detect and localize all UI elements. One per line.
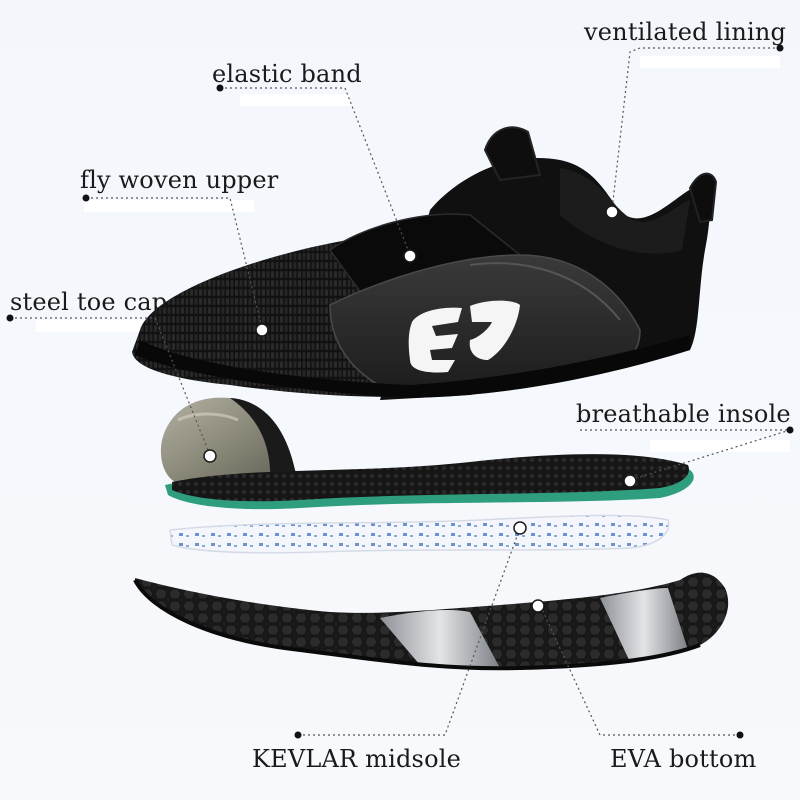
steel-toe-cap bbox=[160, 397, 296, 486]
leader-ventilated bbox=[611, 47, 780, 211]
leader-endpoints bbox=[6, 44, 794, 739]
marker-insole bbox=[623, 474, 637, 488]
label-elastic-band: elastic band bbox=[212, 60, 362, 88]
marker-kevlar bbox=[513, 521, 527, 535]
label-band-ventilated bbox=[640, 56, 780, 68]
leader-eva bbox=[539, 604, 740, 736]
eva-bottom-sole bbox=[133, 572, 729, 671]
label-band-elastic bbox=[240, 94, 350, 106]
marker-fly bbox=[255, 323, 269, 337]
leader-lines bbox=[10, 47, 791, 736]
leader-kevlar bbox=[298, 527, 521, 736]
label-band-fly bbox=[84, 200, 254, 212]
label-kevlar-midsole: KEVLAR midsole bbox=[252, 745, 461, 773]
label-steel-toe-cap: steel toe cap bbox=[10, 288, 168, 316]
label-breathable-insole: breathable insole bbox=[576, 400, 791, 428]
callout-markers bbox=[203, 205, 637, 613]
marker-ventilated bbox=[605, 205, 619, 219]
label-eva-bottom: EVA bottom bbox=[610, 745, 757, 773]
leader-steel bbox=[10, 317, 211, 456]
marker-eva bbox=[531, 599, 545, 613]
breathable-insole bbox=[165, 454, 694, 510]
label-ventilated-lining: ventilated lining bbox=[584, 18, 787, 46]
marker-elastic bbox=[403, 249, 417, 263]
label-fly-woven-upper: fly woven upper bbox=[80, 166, 279, 194]
shoe-upper bbox=[132, 126, 718, 400]
brand-logo-mark bbox=[408, 300, 520, 373]
marker-steel bbox=[203, 449, 217, 463]
label-band-insole bbox=[650, 440, 790, 452]
leader-elastic bbox=[220, 87, 411, 256]
kevlar-midsole-board bbox=[169, 514, 670, 554]
label-band-steel bbox=[36, 320, 146, 332]
